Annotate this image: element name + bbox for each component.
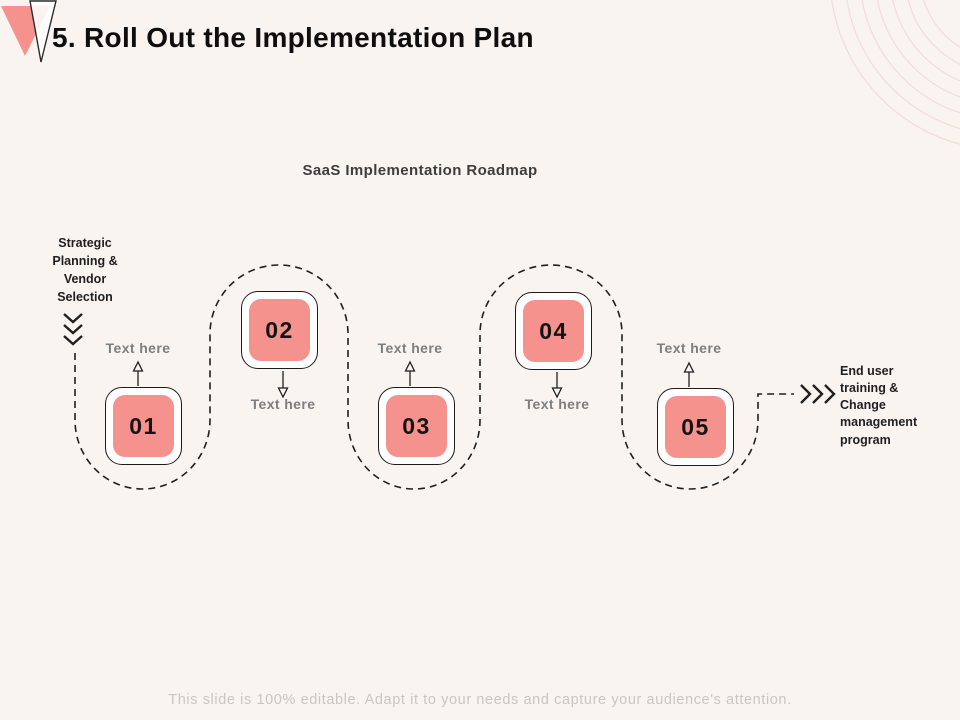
diagram-title: SaaS Implementation Roadmap	[302, 162, 538, 179]
page-title: 5. Roll Out the Implementation Plan	[52, 22, 534, 53]
step-node-05-fill: 05	[665, 396, 726, 458]
step-number: 02	[265, 316, 294, 343]
step-node-03[interactable]: 03	[378, 387, 455, 465]
step-node-04-fill: 04	[523, 300, 584, 362]
editable-note: This slide is 100% editable. Adapt it to…	[168, 692, 792, 708]
end-chevrons-right-icon	[800, 384, 836, 404]
step-label-04[interactable]: Text here	[524, 396, 590, 412]
step-number: 04	[539, 317, 568, 344]
start-chevrons-down-icon	[63, 313, 83, 346]
step-node-01[interactable]: 01	[105, 387, 182, 465]
start-step-description: Strategic Planning & Vendor Selection	[52, 236, 118, 305]
step-node-05[interactable]: 05	[657, 388, 734, 466]
step-node-03-fill: 03	[386, 395, 447, 457]
step-number: 01	[129, 412, 158, 439]
step-label-01[interactable]: Text here	[105, 340, 171, 356]
step-node-02[interactable]: 02	[241, 291, 318, 369]
step-node-02-fill: 02	[249, 299, 310, 361]
step-label-05[interactable]: Text here	[656, 340, 722, 356]
step-node-04[interactable]: 04	[515, 292, 592, 370]
step-node-01-fill: 01	[113, 395, 174, 457]
step-number: 05	[681, 413, 710, 440]
step-label-02[interactable]: Text here	[250, 396, 316, 412]
step-label-03[interactable]: Text here	[377, 340, 443, 356]
step-number: 03	[402, 412, 431, 439]
end-step-description: End user training & Change management pr…	[840, 364, 918, 447]
